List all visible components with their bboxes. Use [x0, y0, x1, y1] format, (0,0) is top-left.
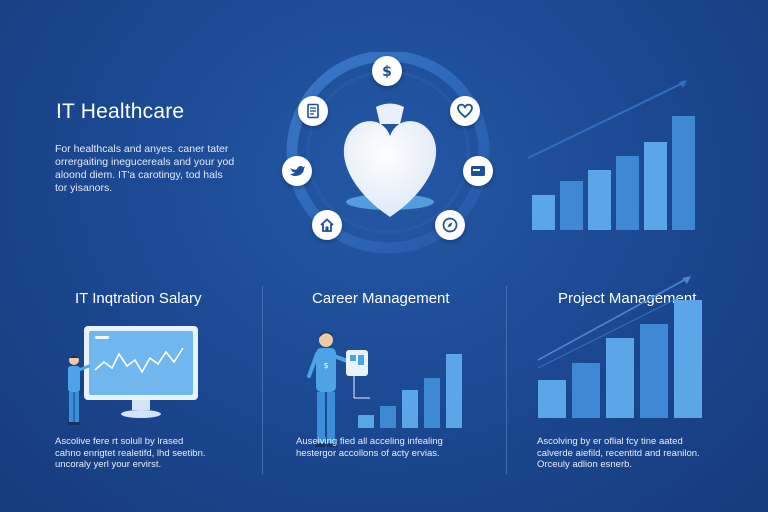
- growth-bar-chart: [527, 80, 695, 230]
- heart-vase-neck: [376, 103, 404, 124]
- person-body: [68, 366, 80, 392]
- trend-arrow-head: [679, 80, 687, 88]
- document-icon[interactable]: [298, 96, 328, 126]
- project-bar-chart: [537, 276, 702, 418]
- top-chart-bar: [532, 195, 555, 230]
- project-chart-bar: [606, 338, 634, 418]
- hero-description: For healthcals and anyes. caner tater or…: [55, 143, 260, 195]
- project-chart-bar: [538, 380, 566, 418]
- top-chart-bar: [560, 181, 583, 230]
- panel-desc-line: calverde aiefild, recentitd and reanilon…: [537, 447, 700, 459]
- panel-desc-salary: Ascolive fere rt solull by lrased cahno …: [55, 436, 206, 471]
- top-chart-bar: [616, 156, 639, 230]
- person-head: [319, 333, 333, 347]
- hero-description-line: For healthcals and anyes. caner tater: [55, 143, 229, 155]
- dollar-icon[interactable]: $: [372, 56, 402, 86]
- panel-title-salary: IT Inqtration Salary: [75, 290, 202, 307]
- monitor-screen: [89, 331, 193, 395]
- panel-desc-project: Ascolving by er oflial fcy tine aated ca…: [537, 436, 700, 471]
- heart-outline-icon[interactable]: [450, 96, 480, 126]
- monitor-illustration: [68, 326, 198, 425]
- panel-title-career: Career Management: [312, 290, 450, 307]
- panel-title-project: Project Management: [558, 290, 697, 307]
- career-chart-bar: [424, 378, 440, 428]
- panel-desc-line: Ascolive fere rt solull by lrased: [55, 436, 184, 447]
- screen-line-graph: [94, 347, 184, 374]
- panel-divider: [262, 286, 263, 474]
- compass-icon[interactable]: [435, 210, 465, 240]
- career-illustration: $: [307, 332, 462, 447]
- panel-desc-career: Auseiving fied all acceling infealing he…: [296, 436, 443, 459]
- top-chart-bar: [672, 116, 695, 230]
- project-chart-bar: [640, 324, 668, 418]
- panel-desc-line: uncoraly yerl your ervirst.: [55, 459, 162, 470]
- panel-divider: [506, 286, 507, 474]
- panel-desc-line: hestergor accollons of acty ervias.: [296, 447, 440, 459]
- top-chart-bar: [588, 170, 611, 230]
- project-chart-bar: [572, 363, 600, 418]
- svg-text:$: $: [323, 361, 328, 370]
- panel-desc-line: Orceuly adlion esnerb.: [537, 459, 633, 470]
- phone-card-icon: [346, 350, 368, 376]
- project-chart-bar: [674, 300, 702, 418]
- career-chart-bar: [446, 354, 462, 428]
- hero-title: IT Healthcare: [56, 100, 185, 123]
- career-chart-bar: [358, 415, 374, 428]
- person-body: [316, 348, 336, 392]
- panel-desc-line: cahno enrigtet realetifd, lhd seetibn.: [55, 447, 206, 459]
- trend-arrow-line-secondary: [537, 295, 683, 369]
- panel-desc-line: Auseiving fied all acceling infealing: [296, 436, 443, 447]
- bird-icon[interactable]: [282, 156, 312, 186]
- trend-arrow-line: [527, 81, 686, 159]
- svg-text:$: $: [382, 64, 392, 80]
- trend-arrow-head: [682, 276, 691, 284]
- trend-arrow-line: [537, 277, 689, 361]
- healthcare-ring: $: [280, 50, 500, 262]
- hero-description-line: aloond diem. IT'a carotingy, tod hals: [55, 169, 223, 181]
- career-chart-bar: [380, 406, 396, 428]
- heart-shape: [343, 121, 437, 217]
- hero-description-line: orrergaiting inegucereals and your yod: [55, 156, 235, 168]
- home-icon[interactable]: [312, 210, 342, 240]
- monitor-stand: [121, 410, 161, 418]
- hero-description-line: tor yisanors.: [55, 182, 113, 194]
- panel-desc-line: Ascolving by er oflial fcy tine aated: [537, 436, 683, 447]
- card-icon[interactable]: [463, 156, 493, 186]
- top-chart-bar: [644, 142, 667, 230]
- career-chart-bar: [402, 390, 418, 428]
